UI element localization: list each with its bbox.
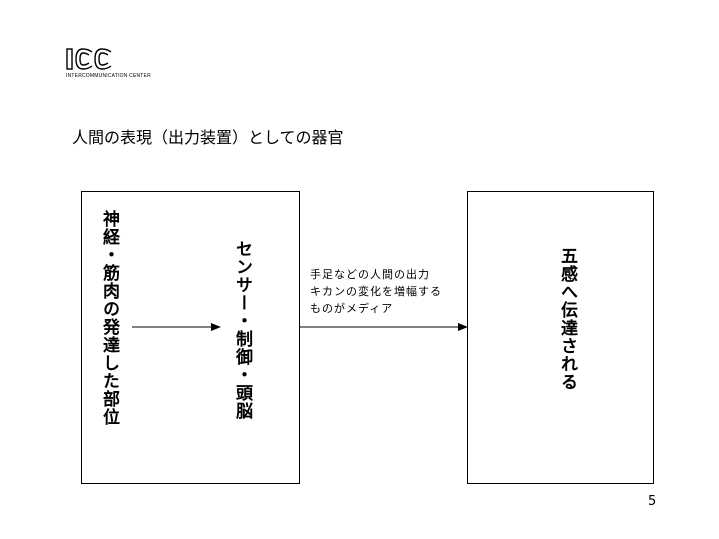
- nerve-muscle-label: 神経・筋肉の発達した部位: [99, 210, 119, 426]
- caption-line: 手足などの人間の出力: [310, 268, 430, 281]
- icc-logo: INTERCOMMUNICATION CENTER: [66, 47, 176, 83]
- five-senses-label: 五感へ伝達される: [557, 247, 577, 391]
- media-caption: 手足などの人間の出力 キカンの変化を増幅する ものがメディア: [310, 266, 470, 317]
- icc-logo-mark: [66, 48, 112, 70]
- caption-line: キカンの変化を増幅する: [310, 285, 442, 298]
- slide-title: 人間の表現（出力装置）としての器官: [72, 128, 344, 147]
- left-box: [81, 191, 300, 484]
- right-box: [467, 191, 654, 484]
- logo-subtitle: INTERCOMMUNICATION CENTER: [66, 73, 151, 79]
- page-number: 5: [648, 494, 657, 509]
- caption-line: ものがメディア: [310, 302, 394, 315]
- sensor-control-label: センサー・制御・頭脳: [232, 240, 252, 420]
